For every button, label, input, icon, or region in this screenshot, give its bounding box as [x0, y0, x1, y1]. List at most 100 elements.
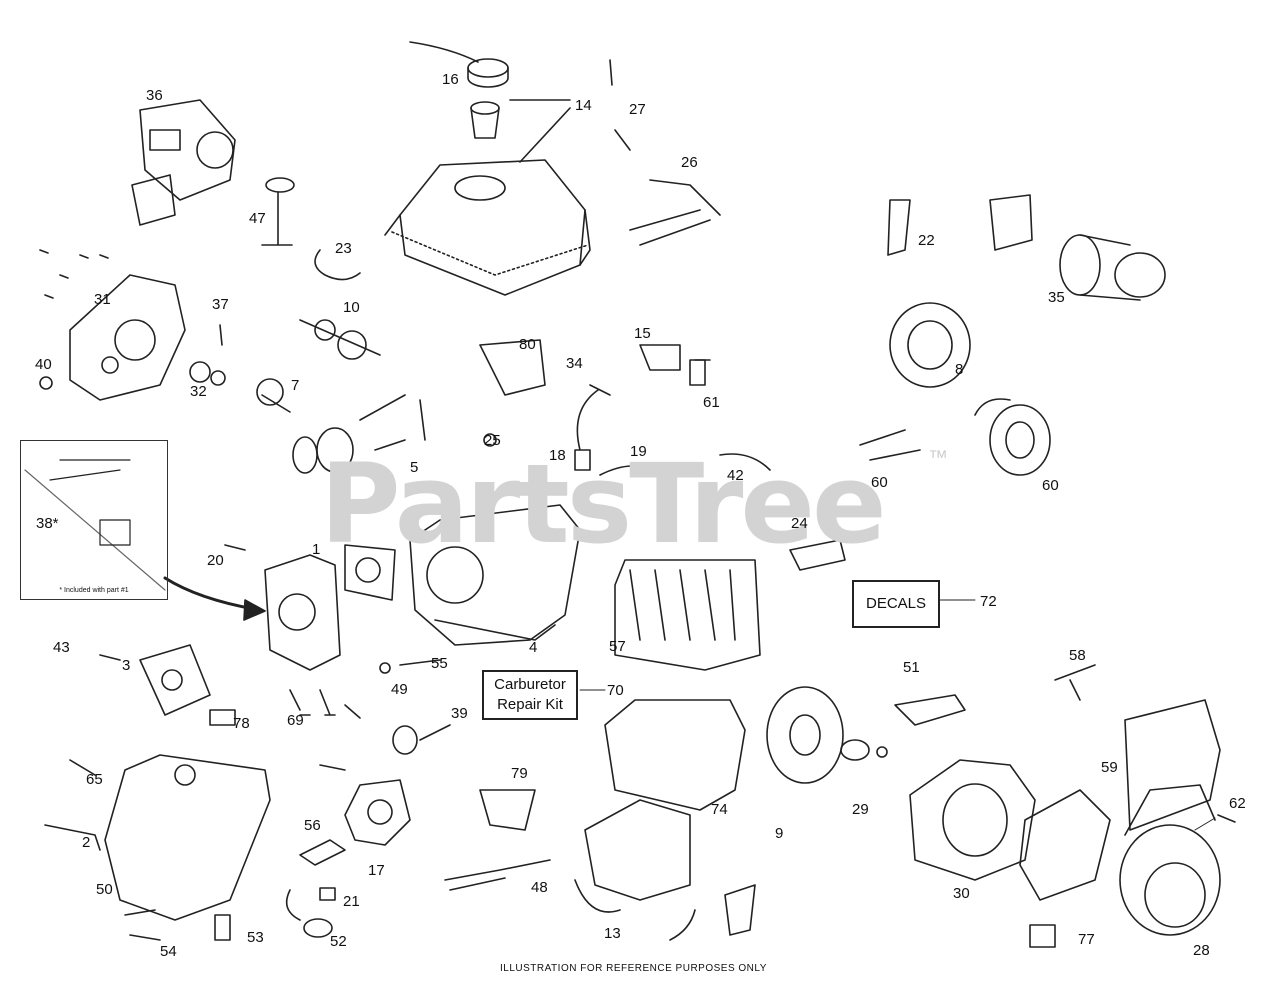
bolt-part	[219, 324, 223, 346]
inset-box: 38* * Included with part #1	[20, 440, 168, 600]
cable-part	[669, 909, 696, 941]
callout-50: 50	[96, 881, 113, 898]
fuel-tank-part	[384, 99, 591, 296]
callout-24: 24	[791, 515, 808, 532]
switch-part	[639, 344, 681, 371]
callout-5: 5	[410, 459, 419, 476]
wire-part	[599, 465, 651, 476]
callout-25: 25	[484, 432, 501, 449]
debris-screen-part	[1019, 789, 1111, 901]
callout-78: 78	[233, 715, 250, 732]
fuel-cap-part	[409, 41, 509, 139]
callout-14: 14	[575, 97, 592, 114]
callout-70: 70	[607, 682, 624, 699]
callout-60-right: 60	[1042, 477, 1059, 494]
fan-part	[766, 686, 844, 784]
choke-knob-part	[392, 725, 418, 755]
relay-part	[319, 887, 336, 901]
callout-32: 32	[190, 383, 207, 400]
footer-note: ILLUSTRATION FOR REFERENCE PURPOSES ONLY	[500, 963, 767, 974]
camshaft-part	[299, 319, 381, 360]
callout-56: 56	[304, 817, 321, 834]
callout-26: 26	[681, 154, 698, 171]
wiring-part	[444, 859, 551, 891]
air-cleaner-part	[574, 799, 691, 913]
recoil-housing-part	[909, 759, 1036, 881]
cup-part	[840, 739, 870, 761]
breather-tube-part	[314, 249, 361, 281]
charging-coil-part	[859, 398, 1051, 476]
dipstick-part	[261, 177, 295, 246]
valve-cover-part	[479, 339, 546, 396]
bracket-79-part	[479, 789, 536, 831]
callout-13: 13	[604, 925, 621, 942]
callout-48: 48	[531, 879, 548, 896]
callout-27: 27	[629, 101, 646, 118]
callout-58: 58	[1069, 647, 1086, 664]
carburetor-repair-kit-box: Carburetor Repair Kit	[482, 670, 578, 720]
callout-15: 15	[634, 325, 651, 342]
link-part	[629, 179, 721, 246]
callout-61: 61	[703, 394, 720, 411]
callout-52: 52	[330, 933, 347, 950]
callout-65: 65	[86, 771, 103, 788]
dowel-part	[399, 659, 441, 666]
panel-part	[1124, 699, 1221, 831]
callout-39: 39	[451, 705, 468, 722]
fuel-line-bracket-part	[299, 839, 346, 866]
callout-47: 47	[249, 210, 266, 227]
callout-10: 10	[343, 299, 360, 316]
callout-30: 30	[953, 885, 970, 902]
callout-49: 49	[391, 681, 408, 698]
bracket-part	[887, 199, 911, 256]
air-filter-cover-part	[604, 699, 746, 811]
gasket-set-part	[131, 99, 236, 226]
switch-53-part	[214, 914, 231, 941]
callout-79: 79	[511, 765, 528, 782]
inset-illustration	[24, 459, 166, 591]
washer-part	[379, 662, 391, 674]
watermark: PartsTree	[320, 440, 887, 568]
callout-17: 17	[368, 862, 385, 879]
callout-9: 9	[775, 825, 784, 842]
nut-part	[483, 433, 497, 447]
callout-22: 22	[918, 232, 935, 249]
callout-23: 23	[335, 240, 352, 257]
cylinder-head-part	[264, 544, 396, 671]
callout-34: 34	[566, 355, 583, 372]
callout-62: 62	[1229, 795, 1246, 812]
decal-77-part	[1029, 924, 1056, 948]
flywheel-part	[889, 302, 971, 388]
callout-54: 54	[160, 943, 177, 960]
inset-note: * Included with part #1	[59, 587, 129, 594]
callout-7: 7	[291, 377, 300, 394]
callout-16: 16	[442, 71, 459, 88]
inset-label: 38*	[36, 515, 59, 532]
callout-43: 43	[53, 639, 70, 656]
pin-part	[609, 59, 631, 151]
rewind-starter-part	[1119, 784, 1221, 936]
leader-lines	[579, 599, 1216, 831]
callout-31: 31	[94, 291, 111, 308]
callout-21: 21	[343, 893, 360, 910]
callout-8: 8	[955, 361, 964, 378]
callout-4: 4	[529, 639, 538, 656]
carb-kit-line-1: Carburetor	[494, 676, 566, 693]
callout-80: 80	[519, 336, 536, 353]
callout-40: 40	[35, 356, 52, 373]
callout-28: 28	[1193, 942, 1210, 959]
plug-52-part	[303, 918, 333, 938]
piston-assembly-part	[292, 394, 426, 474]
decals-box: DECALS	[852, 580, 940, 628]
callout-59: 59	[1101, 759, 1118, 776]
harness-part	[285, 889, 301, 921]
blower-housing-part	[104, 754, 271, 921]
callout-74: 74	[711, 801, 728, 818]
bracket-51-part	[894, 694, 966, 726]
crankshaft-gear-part	[256, 378, 291, 413]
callout-36: 36	[146, 87, 163, 104]
engine-block-part	[409, 504, 581, 646]
callout-72: 72	[980, 593, 997, 610]
